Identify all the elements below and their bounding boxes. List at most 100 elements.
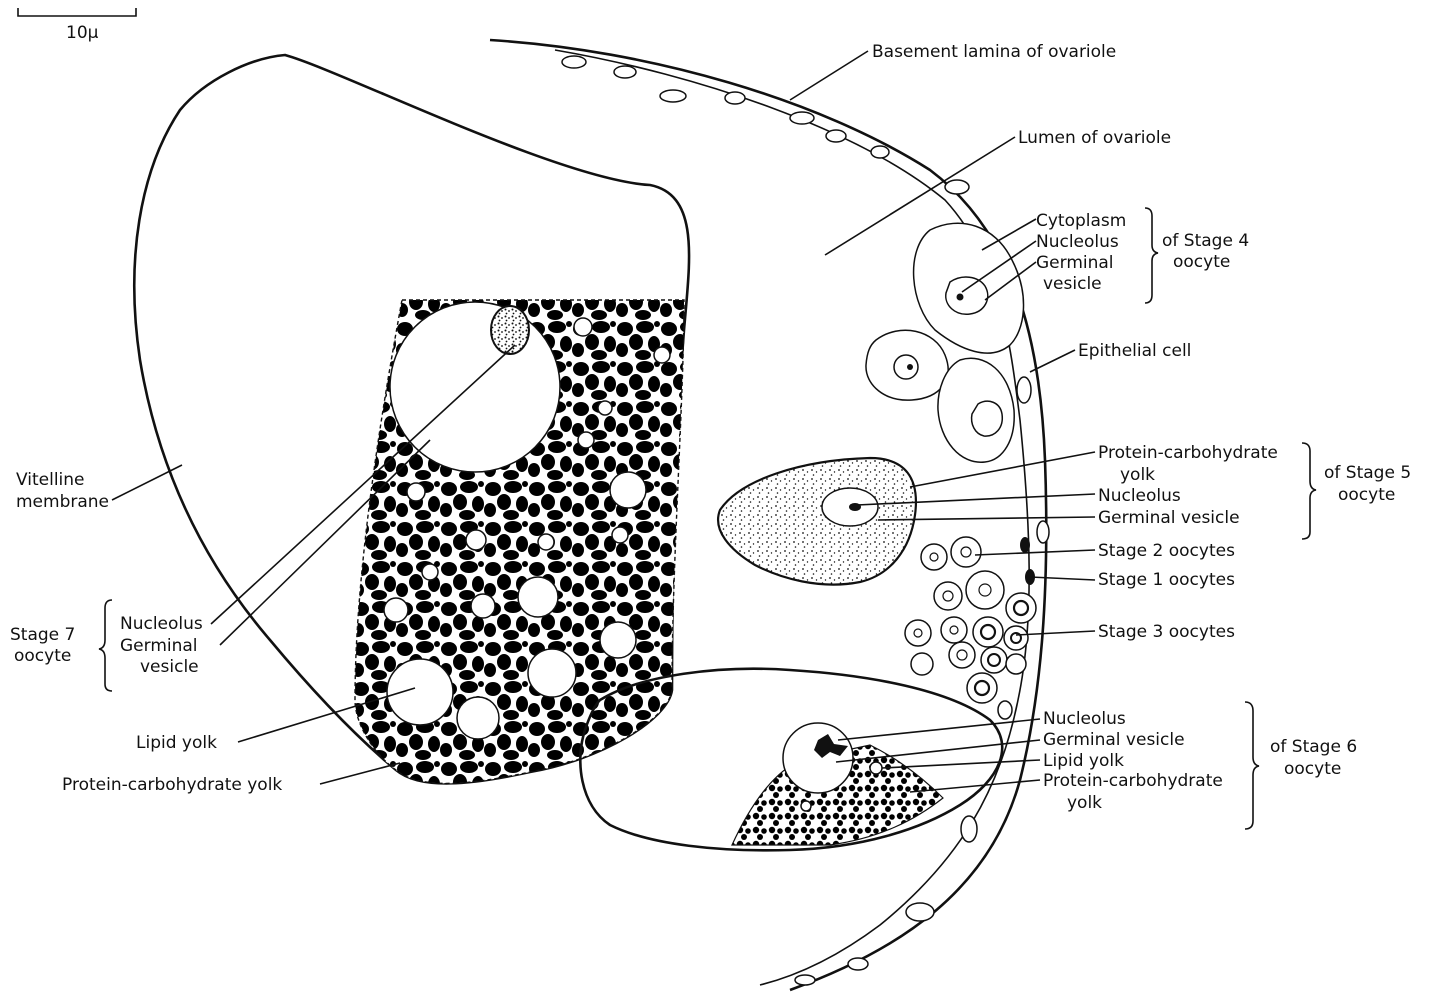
follicle-cell bbox=[871, 146, 889, 158]
stage7-nucleolus bbox=[491, 306, 529, 354]
labels: Basement lamina of ovariole Lumen of ova… bbox=[10, 42, 1411, 813]
label-s6-oocyte: oocyte bbox=[1284, 759, 1341, 779]
stage3-oocyte bbox=[973, 617, 1003, 647]
label-lipid-yolk: Lipid yolk bbox=[136, 733, 217, 753]
follicle-cell bbox=[1037, 521, 1049, 543]
label-s4-nucleolus: Nucleolus bbox=[1036, 232, 1119, 252]
lipid-droplet bbox=[598, 401, 612, 415]
lipid-droplet bbox=[612, 527, 628, 543]
follicle-cell bbox=[795, 975, 815, 985]
label-basement-lamina: Basement lamina of ovariole bbox=[872, 42, 1116, 62]
label-stage2: Stage 2 oocytes bbox=[1098, 541, 1235, 561]
stage3-oocyte bbox=[967, 673, 997, 703]
label-s4-vesicle: vesicle bbox=[1043, 274, 1102, 294]
label-stage3: Stage 3 oocytes bbox=[1098, 622, 1235, 642]
stage2-oocyte bbox=[905, 620, 931, 646]
label-s7-germinal: Germinal bbox=[120, 636, 198, 656]
label-s6-protein: Protein-carbohydrate bbox=[1043, 771, 1223, 791]
lipid-droplet bbox=[457, 697, 499, 739]
label-protein-yolk: Protein-carbohydrate yolk bbox=[62, 775, 282, 795]
follicle-cell bbox=[790, 112, 814, 124]
label-s5-protein: Protein-carbohydrate bbox=[1098, 443, 1278, 463]
lipid-droplet bbox=[422, 564, 438, 580]
lipid-droplet bbox=[600, 622, 636, 658]
label-vitelline: Vitelline bbox=[16, 470, 85, 490]
follicle-cell bbox=[562, 56, 586, 68]
scale-bar-label: 10μ bbox=[66, 23, 99, 43]
follicle-cell bbox=[945, 180, 969, 194]
stage6-lipid-droplet bbox=[870, 762, 882, 774]
follicle-cell bbox=[725, 92, 745, 104]
follicle-cell bbox=[998, 701, 1012, 719]
label-s6-yolk: yolk bbox=[1067, 793, 1102, 813]
stage6-lipid-droplet bbox=[801, 801, 811, 811]
label-s7-nucleolus: Nucleolus bbox=[120, 614, 203, 634]
label-s7-oocyte: oocyte bbox=[14, 646, 71, 666]
lipid-droplet bbox=[578, 432, 594, 448]
brace-stage7 bbox=[99, 600, 112, 691]
label-s5-group: of Stage 5 bbox=[1324, 463, 1411, 483]
label-s4-cytoplasm: Cytoplasm bbox=[1036, 211, 1126, 231]
lipid-droplet bbox=[407, 483, 425, 501]
stage3-oocyte bbox=[981, 647, 1007, 673]
brace-stage4 bbox=[1145, 208, 1158, 303]
lipid-droplet bbox=[387, 659, 453, 725]
label-s5-germinal: Germinal vesicle bbox=[1098, 508, 1240, 528]
brace-stage5 bbox=[1302, 443, 1316, 539]
stage2-oocyte bbox=[951, 537, 981, 567]
stage3-oocyte bbox=[1006, 654, 1026, 674]
label-s6-nucleolus: Nucleolus bbox=[1043, 709, 1126, 729]
scale-bar: 10μ bbox=[18, 8, 136, 43]
lipid-droplet bbox=[466, 530, 486, 550]
label-s4-germinal: Germinal bbox=[1036, 253, 1114, 273]
label-membrane: membrane bbox=[16, 492, 109, 512]
stage2-oocyte bbox=[966, 571, 1004, 609]
follicle-cell bbox=[848, 958, 868, 970]
stage4-oocytes bbox=[866, 223, 1024, 462]
label-s7-group: Stage 7 bbox=[10, 625, 75, 645]
lipid-droplet bbox=[654, 347, 670, 363]
follicle-cell bbox=[906, 903, 934, 921]
lipid-droplet bbox=[384, 598, 408, 622]
label-lumen: Lumen of ovariole bbox=[1018, 128, 1171, 148]
label-s5-yolk: yolk bbox=[1120, 465, 1155, 485]
stage4-nucleolus bbox=[957, 294, 964, 301]
stage2-oocyte bbox=[911, 653, 933, 675]
label-s6-germinal: Germinal vesicle bbox=[1043, 730, 1185, 750]
stage4-germinal-vesicle bbox=[972, 401, 1003, 436]
follicle-cell bbox=[826, 130, 846, 142]
stage7-oocyte bbox=[134, 55, 689, 783]
follicle-cell bbox=[614, 66, 636, 78]
lipid-droplet bbox=[518, 577, 558, 617]
label-s5-oocyte: oocyte bbox=[1338, 485, 1395, 505]
stage3-oocyte bbox=[1004, 626, 1028, 650]
stage7-germinal-vesicle bbox=[390, 302, 560, 472]
follicle-cell bbox=[961, 816, 977, 842]
lipid-droplet bbox=[471, 594, 495, 618]
follicle-cell bbox=[660, 90, 686, 102]
label-s7-vesicle: vesicle bbox=[140, 657, 199, 677]
label-s4-oocyte: oocyte bbox=[1173, 252, 1230, 272]
stage3-oocyte bbox=[1006, 593, 1036, 623]
stage4-germinal-vesicle bbox=[894, 355, 918, 379]
stage2-oocyte bbox=[934, 582, 962, 610]
stage6-germinal-vesicle bbox=[783, 723, 853, 793]
stage4-nucleolus bbox=[907, 364, 913, 370]
label-s6-group: of Stage 6 bbox=[1270, 737, 1357, 757]
lipid-droplet bbox=[610, 472, 646, 508]
stage2-oocyte bbox=[941, 617, 967, 643]
label-s5-nucleolus: Nucleolus bbox=[1098, 486, 1181, 506]
brace-stage6 bbox=[1245, 702, 1259, 829]
epithelial-cell bbox=[1017, 377, 1031, 403]
stage2-oocyte bbox=[949, 642, 975, 668]
label-stage1: Stage 1 oocytes bbox=[1098, 570, 1235, 590]
label-s4-group: of Stage 4 bbox=[1162, 231, 1249, 251]
stage4-germinal-vesicle bbox=[946, 277, 988, 314]
lipid-droplet bbox=[538, 534, 554, 550]
lipid-droplet bbox=[574, 318, 592, 336]
stage5-oocyte bbox=[718, 458, 916, 585]
label-s6-lipid: Lipid yolk bbox=[1043, 751, 1124, 771]
lipid-droplet bbox=[528, 649, 576, 697]
label-epithelial-cell: Epithelial cell bbox=[1078, 341, 1191, 361]
